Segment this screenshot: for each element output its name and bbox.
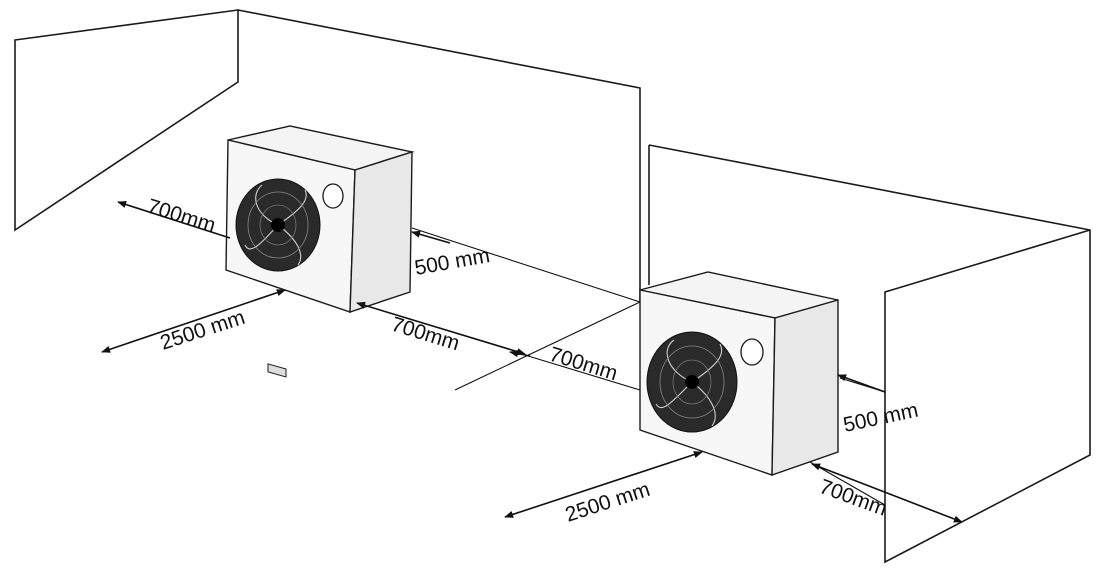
label-between-right-700: 700mm <box>547 343 621 385</box>
fan-icon <box>646 331 738 433</box>
label-between-left-700: 700mm <box>389 313 463 355</box>
pipe-port-icon <box>740 338 764 366</box>
arrow-right-front-2500 <box>504 451 703 518</box>
arrow-left-side-700 <box>117 201 231 239</box>
label-right-side-700: 700mm <box>816 475 890 521</box>
arrow-right-back-500 <box>837 374 886 393</box>
label-right-back-500: 500 mm <box>841 399 920 437</box>
arrow-between-right-700 <box>509 350 531 358</box>
pipe-port-icon <box>322 183 344 209</box>
fan-icon <box>235 178 321 272</box>
heat-pump-left <box>225 125 415 378</box>
label-right-front-2500: 2500 mm <box>562 478 652 527</box>
dimension-arrows <box>101 201 963 523</box>
left-wall <box>14 9 641 302</box>
arrow-right-side-700 <box>811 463 963 523</box>
label-left-back-500: 500 mm <box>413 244 492 280</box>
label-left-front-2500: 2500 mm <box>157 306 247 355</box>
heat-pump-right <box>639 271 839 476</box>
right-wall <box>648 144 1091 564</box>
arrow-left-back-500 <box>411 230 451 244</box>
label-left-side-700: 700mm <box>145 195 219 237</box>
arrow-between-left-700 <box>356 301 526 356</box>
arrow-left-front-2500 <box>101 289 286 353</box>
